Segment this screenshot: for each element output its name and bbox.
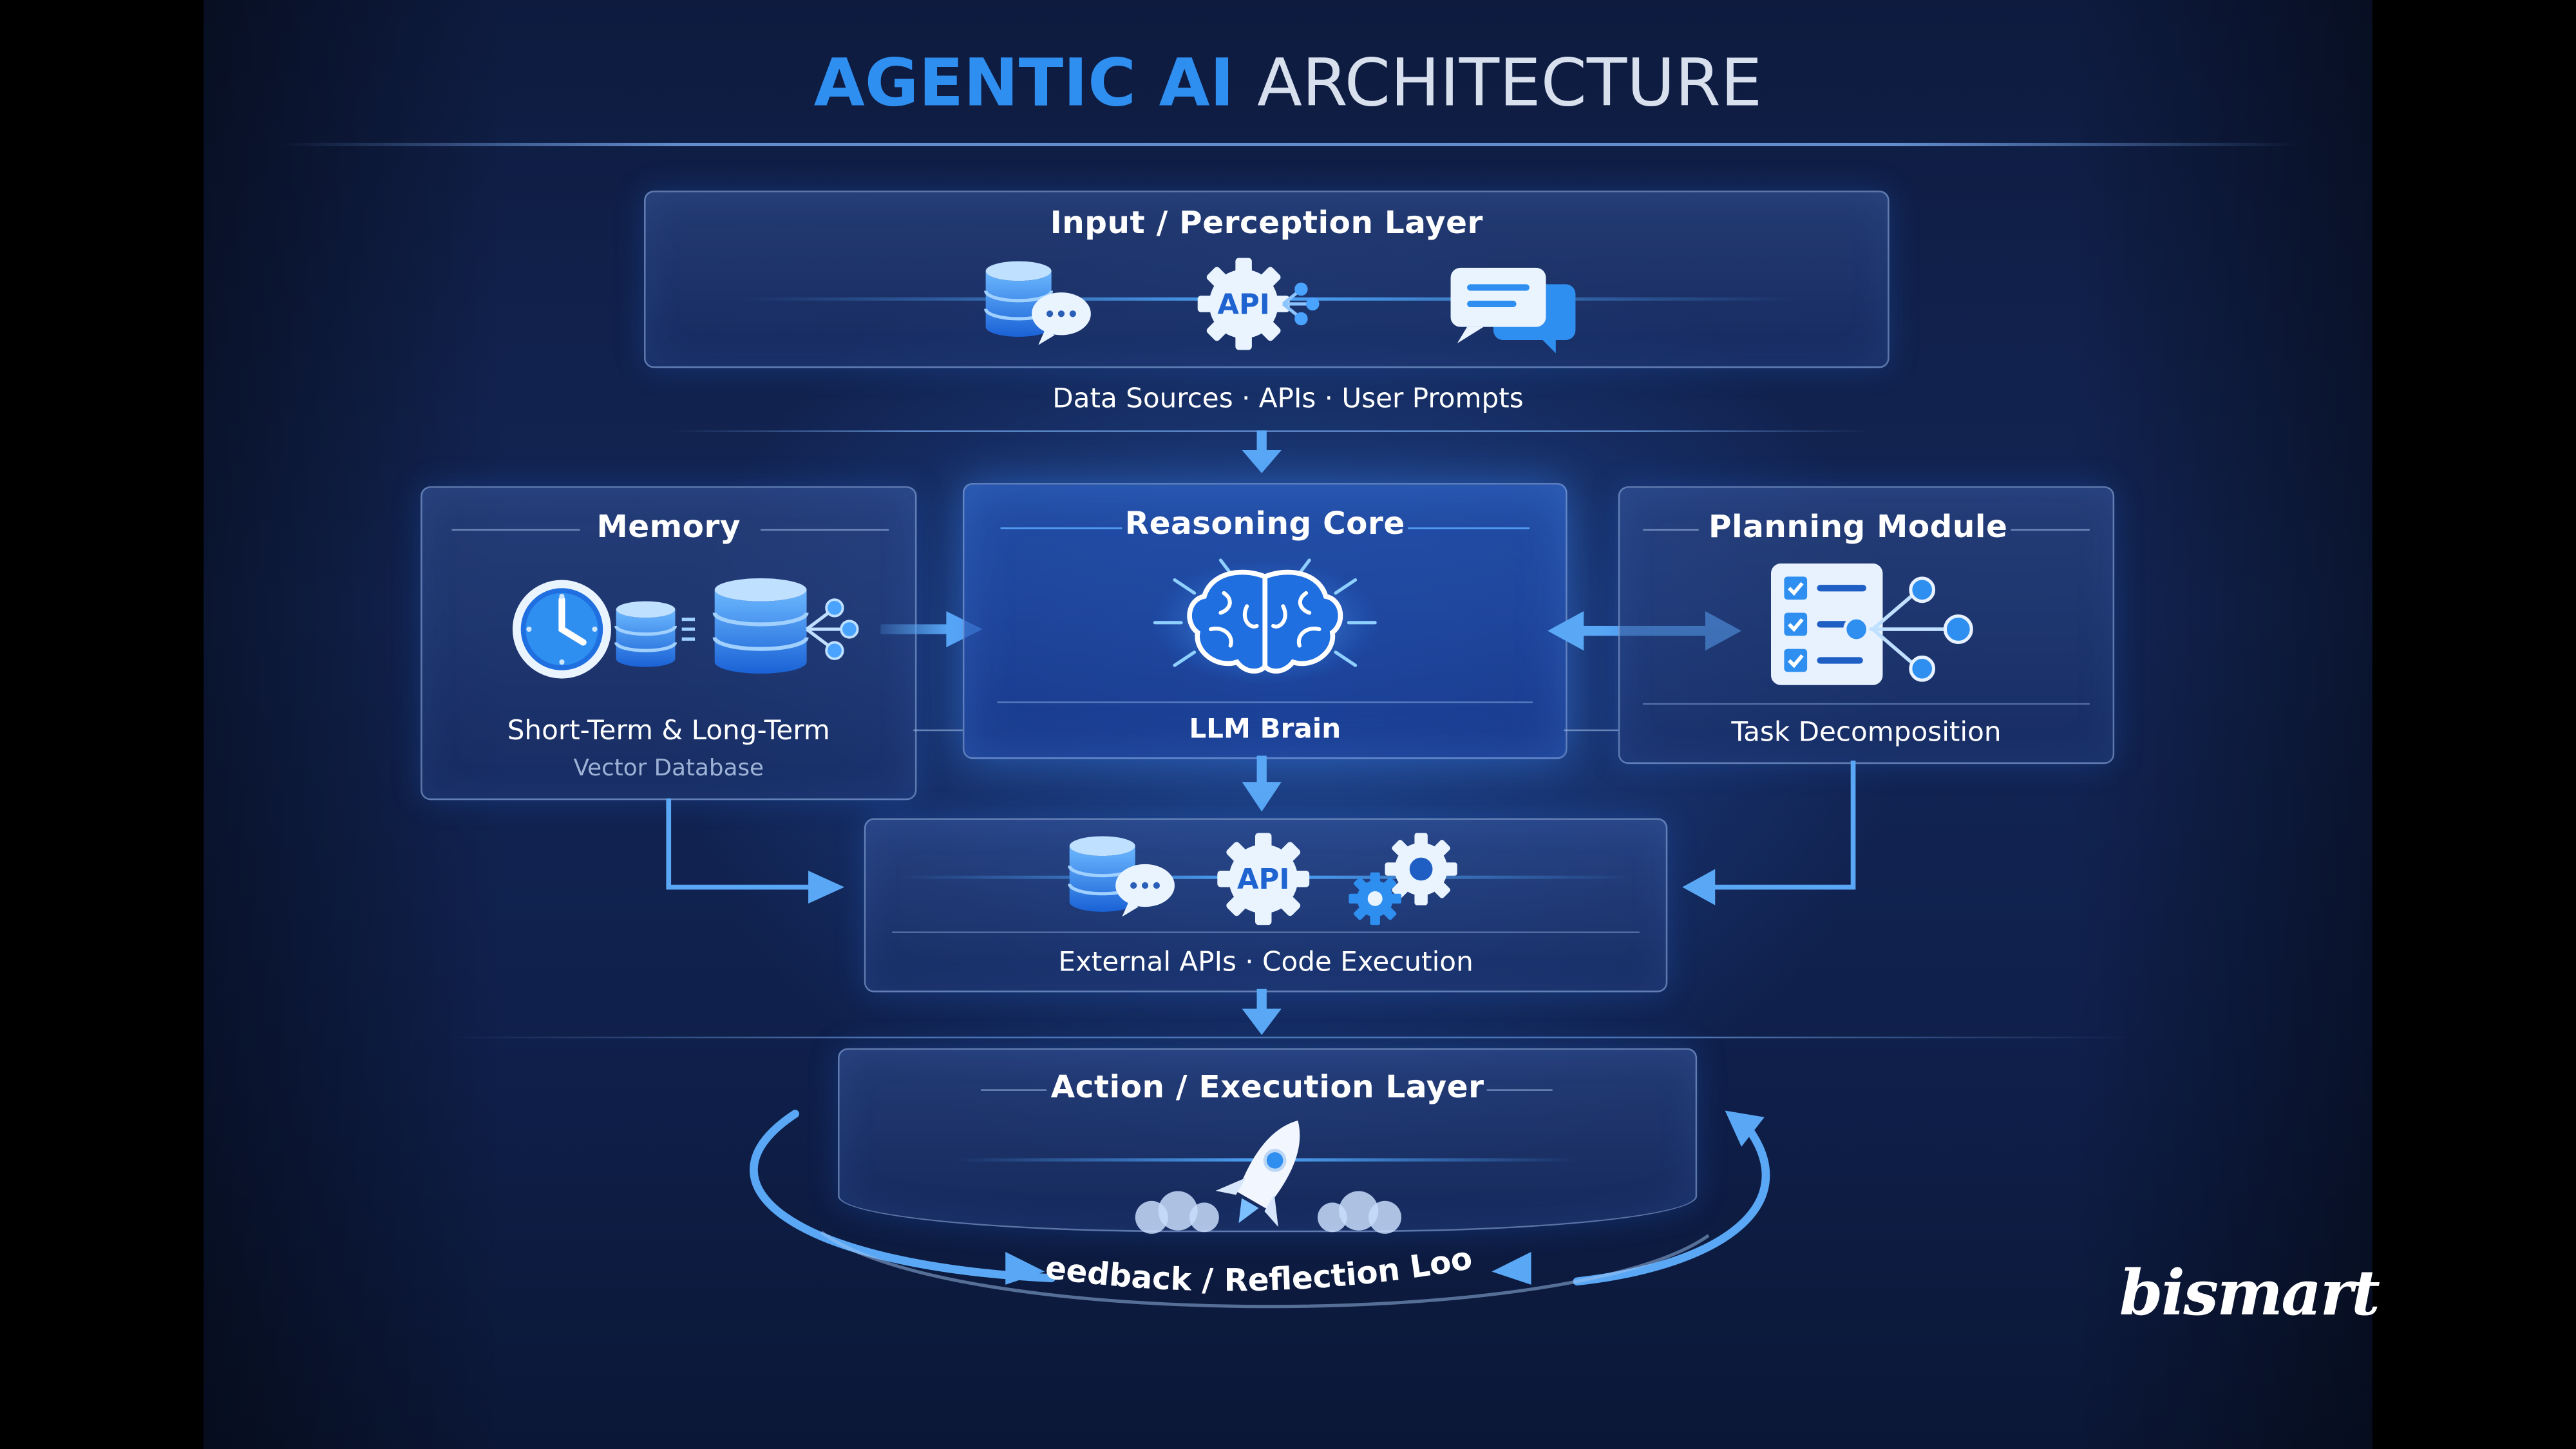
main-title: AGENTIC AI ARCHITECTURE xyxy=(0,46,2576,121)
rocket-icon xyxy=(1135,1121,1402,1234)
reasoning-divider xyxy=(997,701,1533,703)
loop-arrowhead-left xyxy=(1005,1251,1045,1285)
title-accent: AGENTIC AI xyxy=(813,46,1235,122)
chat-bubbles-icon xyxy=(1450,267,1576,354)
brain-icon xyxy=(1150,558,1380,685)
input-perception-panel: Input / Perception Layer xyxy=(644,190,1889,368)
action-execution-title: Action / Execution Layer xyxy=(1050,1069,1484,1106)
arrow-memory-to-tools xyxy=(666,798,845,904)
database-chat-icon xyxy=(1068,836,1175,917)
reasoning-core-panel: Reasoning Core xyxy=(962,483,1567,759)
feedback-loop-ring xyxy=(750,1110,1770,1309)
memory-title-rule-right xyxy=(761,529,889,531)
memory-subcaption: Vector Database xyxy=(573,755,764,782)
api-gear-icon: API xyxy=(1217,833,1310,925)
api-gear-icon: API xyxy=(1197,258,1320,350)
database-chat-icon xyxy=(984,261,1091,345)
gears-icon xyxy=(1349,833,1457,925)
planning-module-caption: Task Decomposition xyxy=(1731,716,2002,748)
api-gear-label: API xyxy=(1237,864,1289,896)
action-title-rule-left xyxy=(980,1089,1046,1091)
title-divider xyxy=(279,142,2300,146)
planning-module-panel: Planning Module Task Decomposition xyxy=(1618,486,2115,764)
input-perception-title: Input / Perception Layer xyxy=(1050,205,1483,242)
memory-title-rule-left xyxy=(451,529,580,531)
arrow-planning-to-tools xyxy=(1682,761,1856,905)
planning-module-title: Planning Module xyxy=(1708,509,2008,545)
tools-divider xyxy=(892,931,1640,933)
reasoning-core-title: Reasoning Core xyxy=(1124,506,1405,542)
bismart-logo: bismart xyxy=(2119,1255,2380,1329)
arrow-reasoning-to-tools xyxy=(1242,755,1282,812)
tools-caption: External APIs · Code Execution xyxy=(1058,946,1473,978)
database-network-icon xyxy=(712,578,859,674)
action-divider xyxy=(443,1036,2136,1039)
reasoning-core-caption: LLM Brain xyxy=(1189,713,1341,744)
arrow-input-to-reasoning xyxy=(1242,430,1282,473)
reasoning-planning-connector xyxy=(1564,729,1618,732)
reasoning-title-rule-left xyxy=(1000,527,1122,529)
memory-caption: Short-Term & Long-Term xyxy=(507,714,830,746)
arrow-tools-to-action xyxy=(1242,989,1282,1036)
loop-arrowhead-right xyxy=(1492,1251,1531,1285)
loop-arrowhead-top-right xyxy=(1725,1110,1765,1147)
tools-panel: API xyxy=(864,818,1668,992)
input-perception-caption: Data Sources · APIs · User Prompts xyxy=(1052,383,1524,414)
planning-divider xyxy=(1643,703,2090,705)
checklist-network-icon xyxy=(1771,564,1973,685)
planning-title-rule-right xyxy=(2011,529,2090,531)
planning-title-rule-left xyxy=(1643,529,1699,531)
title-rest: ARCHITECTURE xyxy=(1257,46,1763,122)
feedback-loop-label-svg: Feedback / Reflection Loop xyxy=(974,1188,1475,1299)
memory-title: Memory xyxy=(596,509,741,545)
clock-icon xyxy=(512,580,696,679)
memory-panel: Memory xyxy=(421,486,917,800)
action-execution-panel: Action / Execution Layer xyxy=(838,1048,1698,1234)
input-divider xyxy=(670,430,1870,432)
api-gear-label: API xyxy=(1217,289,1269,321)
reasoning-title-rule-right xyxy=(1408,527,1530,529)
memory-reasoning-connector xyxy=(913,729,963,732)
action-title-rule-right xyxy=(1486,1089,1553,1091)
